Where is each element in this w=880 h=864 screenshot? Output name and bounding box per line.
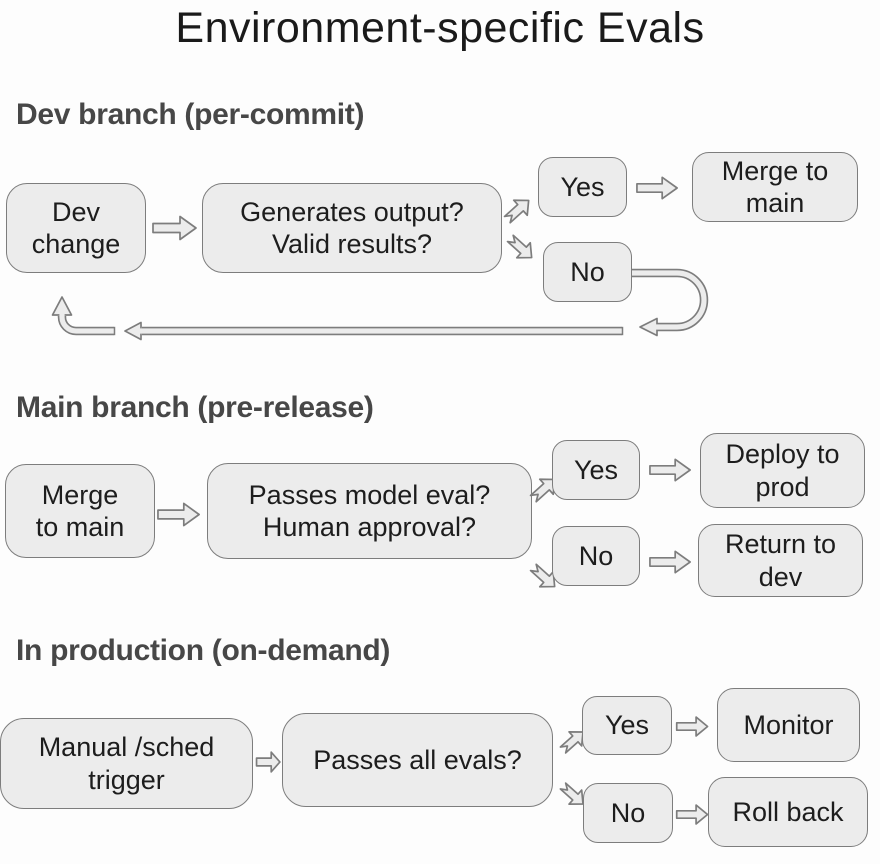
yes-branch-arrow-icon	[552, 721, 593, 762]
no-branch-arrow-icon	[552, 775, 593, 816]
no-branch-arrow-icon	[522, 555, 566, 599]
flow-arrow-icon	[676, 715, 709, 738]
flow-arrow-icon	[676, 803, 709, 826]
node-return-to-dev: Return to dev	[698, 524, 863, 597]
flow-arrow-icon	[636, 175, 679, 201]
section-heading-in-production: In production (on-demand)	[16, 634, 391, 667]
node-manual-sched-trigger: Manual /sched trigger	[0, 718, 253, 809]
node-no-main: No	[552, 526, 640, 586]
node-deploy-to-prod: Deploy to prod	[700, 433, 865, 508]
node-passes-all-evals-decision: Passes all evals?	[282, 713, 553, 807]
flow-arrow-icon	[649, 549, 692, 575]
node-yes-dev: Yes	[538, 157, 627, 217]
node-generates-output-decision: Generates output? Valid results?	[202, 183, 502, 273]
node-model-eval-decision: Passes model eval? Human approval?	[207, 463, 532, 559]
node-dev-change: Dev change	[6, 183, 146, 273]
diagram-title: Environment-specific Evals	[175, 4, 705, 52]
section-heading-dev-branch: Dev branch (per-commit)	[16, 98, 365, 131]
flow-arrow-icon	[256, 750, 281, 774]
node-merge-to-main: Merge to main	[692, 152, 858, 222]
section-heading-main-branch: Main branch (pre-release)	[16, 391, 374, 424]
node-no-production: No	[583, 783, 673, 843]
node-merge-to-main-start: Merge to main	[5, 464, 155, 558]
no-branch-arrow-icon	[499, 226, 543, 270]
flow-arrow-icon	[152, 214, 198, 242]
flow-arrow-icon	[649, 457, 692, 483]
flow-arrow-icon	[157, 501, 201, 528]
node-yes-main: Yes	[552, 440, 640, 500]
node-yes-production: Yes	[582, 696, 672, 755]
yes-branch-arrow-icon	[522, 467, 566, 511]
node-no-dev: No	[543, 242, 632, 302]
node-monitor: Monitor	[717, 688, 860, 762]
yes-branch-arrow-icon	[496, 188, 540, 232]
node-roll-back: Roll back	[708, 777, 868, 847]
